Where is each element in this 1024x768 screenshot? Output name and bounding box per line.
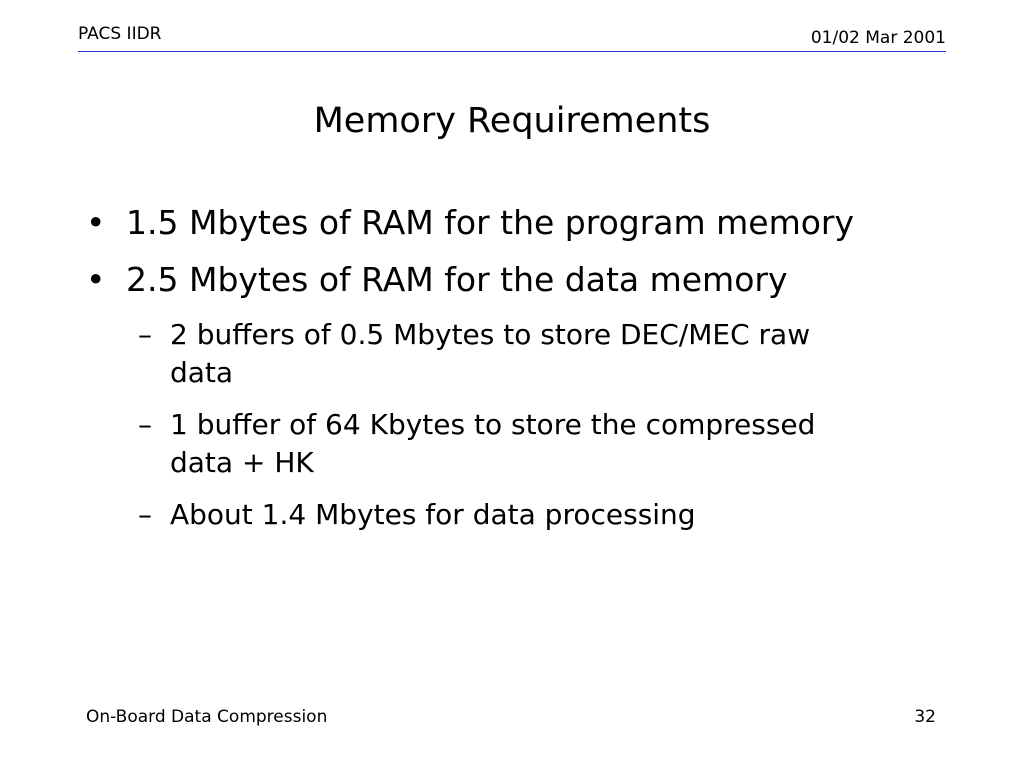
bullet-item: • 1.5 Mbytes of RAM for the program memo… [84,202,924,243]
sub-bullet-item: – About 1.4 Mbytes for data processing [130,496,870,534]
sub-bullet-container: – 2 buffers of 0.5 Mbytes to store DEC/M… [84,316,924,534]
sub-bullet-item: – 1 buffer of 64 Kbytes to store the com… [130,406,870,482]
bullet-marker: • [86,203,106,242]
bullet-text: 2.5 Mbytes of RAM for the data memory [126,260,788,299]
sub-bullet-text: 1 buffer of 64 Kbytes to store the compr… [170,408,816,479]
slide-title: Memory Requirements [313,101,711,141]
sub-bullet-item: – 2 buffers of 0.5 Mbytes to store DEC/M… [130,316,870,392]
sub-bullet-text: 2 buffers of 0.5 Mbytes to store DEC/MEC… [170,318,811,389]
footer-label: On-Board Data Compression [86,707,328,727]
bullet-item: • 2.5 Mbytes of RAM for the data memory [84,259,924,300]
sub-bullet-text: About 1.4 Mbytes for data processing [170,498,696,531]
dash-marker: – [138,408,152,441]
dash-marker: – [138,498,152,531]
header-left-label: PACS IIDR [78,24,162,44]
bullet-list: • 1.5 Mbytes of RAM for the program memo… [84,202,924,548]
dash-marker: – [138,318,152,351]
page-number: 32 [914,707,936,727]
bullet-marker: • [86,260,106,299]
bullet-text: 1.5 Mbytes of RAM for the program memory [126,203,855,242]
header-date: 01/02 Mar 2001 [810,28,946,48]
sub-bullet-list: – 2 buffers of 0.5 Mbytes to store DEC/M… [130,316,924,534]
header-rule [78,51,946,52]
